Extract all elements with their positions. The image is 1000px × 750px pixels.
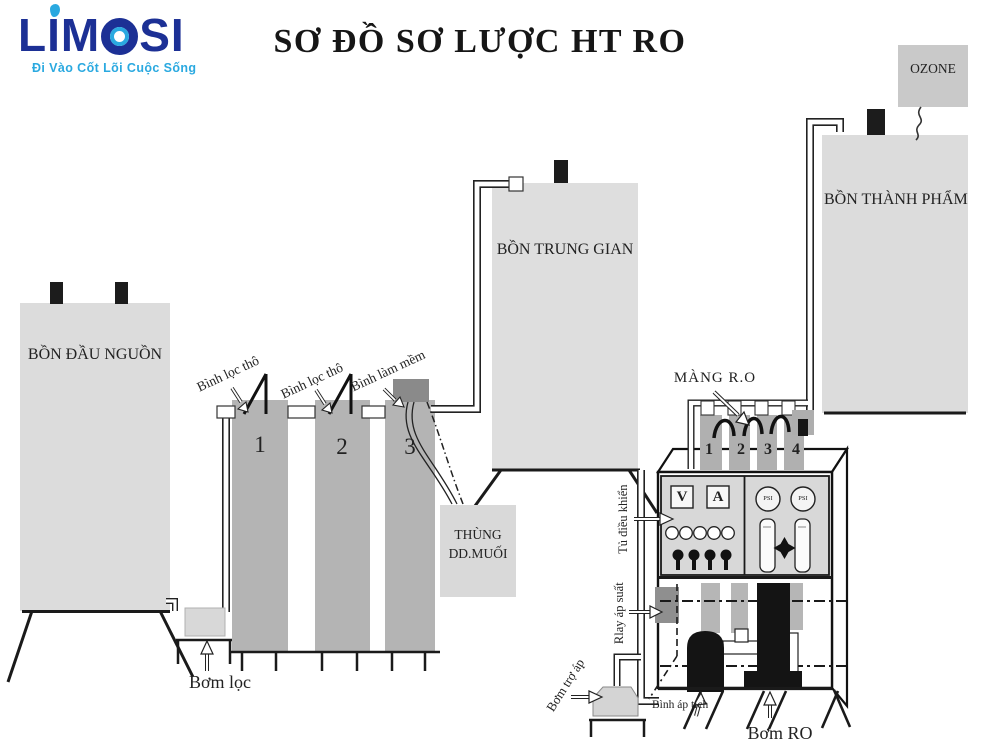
intermediate-tank-label: BỒN TRUNG GIAN <box>496 241 634 258</box>
finished-tank-label: BỒN THÀNH PHẨM <box>824 191 968 208</box>
ro-pump-label: Bơm RO <box>747 723 813 743</box>
pressure-gauge-2 <box>790 486 816 512</box>
membrane-label: MÀNG R.O <box>673 370 757 386</box>
filter-number-1: 1 <box>254 432 266 457</box>
gauge-label-1: PSI <box>763 495 773 502</box>
tank-cap <box>115 282 128 304</box>
salt-tank <box>440 505 516 597</box>
filter-number-2: 2 <box>336 434 348 459</box>
intermediate-tank <box>465 160 659 518</box>
membrane-number-4: 4 <box>792 441 800 458</box>
accumulator-label: Bình áp tích <box>652 699 709 711</box>
ozone-hose <box>915 106 923 141</box>
filter-pump-label: Bơm lọc <box>188 672 251 692</box>
logo-wordmark: LIM SI <box>18 4 218 61</box>
flow-meter-1 <box>759 518 776 573</box>
control-panel <box>658 475 832 579</box>
filter-pump <box>176 607 232 664</box>
ro-lower-compartment <box>648 583 852 730</box>
membrane-number-1: 1 <box>705 441 713 458</box>
accumulator-tank <box>687 631 724 692</box>
valve-knob <box>773 537 796 559</box>
voltmeter <box>670 485 694 509</box>
filter-column-3 <box>385 400 435 652</box>
pipes <box>166 118 844 705</box>
ammeter <box>706 485 730 509</box>
pressure-relay-box <box>655 587 679 623</box>
finished-tank <box>822 109 968 415</box>
pressure-relay-label: Rlay áp suất <box>611 582 626 645</box>
voltmeter-label: V <box>676 489 688 505</box>
salt-tank-label-line1: THÙNG <box>454 527 502 542</box>
filter-column-2 <box>315 400 370 652</box>
flow-meter-2 <box>794 518 811 573</box>
filter-column-1 <box>232 400 288 652</box>
booster-pump <box>589 686 646 737</box>
salt-tank-label-line2: DD.MUỐI <box>448 546 508 561</box>
ammeter-label: A <box>712 489 724 505</box>
filter-number-3: 3 <box>404 434 416 459</box>
logo-tagline: Đi Vào Cốt Lõi Cuộc Sống <box>32 61 197 75</box>
source-tank-label: BỒN ĐẦU NGUỒN <box>27 346 163 363</box>
pressure-gauge-1 <box>755 486 781 512</box>
tank-cap <box>867 109 885 135</box>
ozone-label: OZONE <box>910 61 956 76</box>
softener-valve <box>393 379 429 402</box>
ro-pump-body <box>757 583 790 676</box>
membrane-number-3: 3 <box>764 441 772 458</box>
logo-text-si: SI <box>139 9 185 61</box>
logo-i-dot <box>50 4 60 17</box>
source-tank <box>6 282 195 683</box>
toggle-switches <box>672 549 732 570</box>
tank-cap <box>50 282 63 304</box>
brand-logo: LIM SI Đi Vào Cốt Lõi Cuộc Sống <box>18 4 218 75</box>
logo-text-lim: LIM <box>18 9 101 61</box>
ozone-generator <box>898 45 968 141</box>
gauge-label-2: PSI <box>798 495 808 502</box>
ro-membranes <box>687 399 814 470</box>
membrane-number-2: 2 <box>737 441 745 458</box>
salt-hoses <box>405 401 464 505</box>
callout-arrows <box>200 387 777 718</box>
page-title: SƠ ĐỒ SƠ LƯỢC HT RO <box>273 23 687 60</box>
logo-o-ring <box>101 18 139 55</box>
tank-cap <box>554 160 568 183</box>
filter-columns <box>230 373 440 671</box>
indicator-lights <box>665 526 735 540</box>
